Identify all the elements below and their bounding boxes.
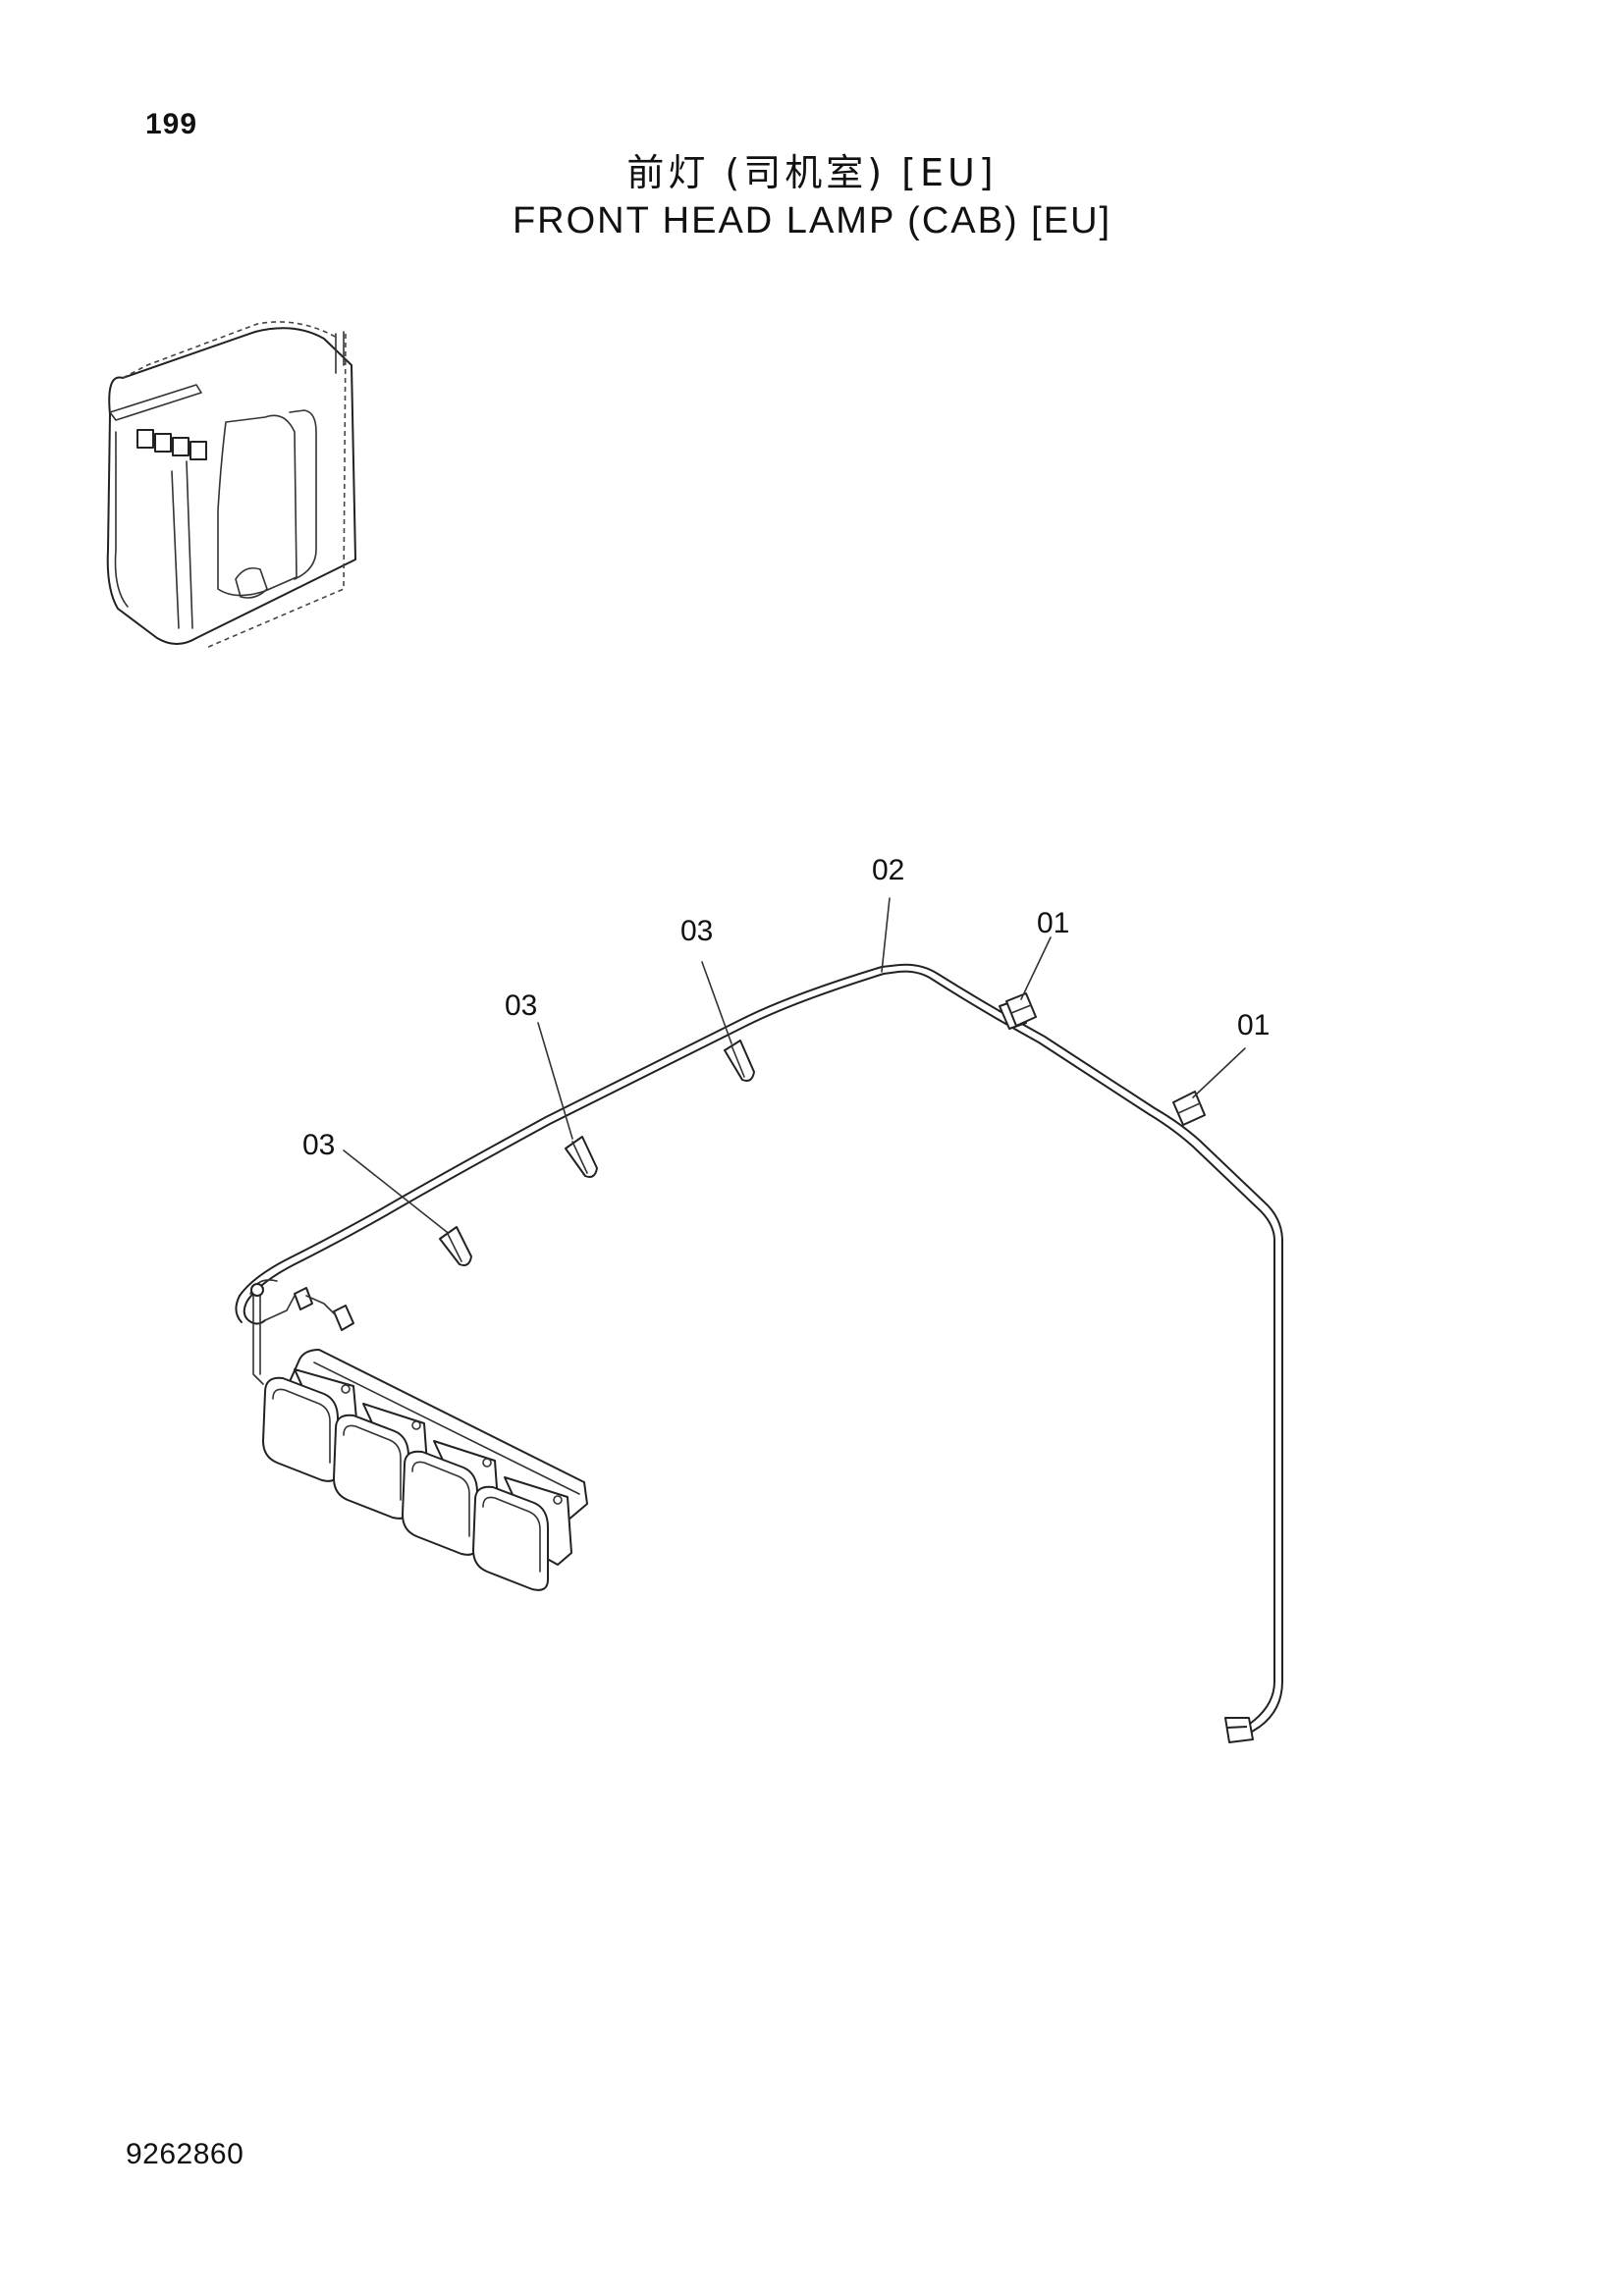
page-number: 199 [145,108,198,140]
callout-01-b: 01 [1237,1009,1270,1041]
clamp-01-a [1005,992,1037,1027]
callout-03-a: 03 [302,1129,335,1161]
title-block: 前灯 (司机室) [EU] FRONT HEAD LAMP (CAB) [EU] [0,149,1624,245]
drawing-number: 9262860 [126,2138,244,2170]
wire-harness [235,963,1283,1743]
clamp-03-b [565,1136,598,1178]
front-lamp-bar [262,1349,588,1591]
callout-02: 02 [872,854,904,886]
clamp-01-b [1172,1091,1206,1126]
lamp-bar-connectors [249,1279,354,1385]
callout-03-c: 03 [680,915,713,947]
harness-connector [1224,1717,1254,1743]
clamp-03-a [439,1226,472,1266]
title-english: FRONT HEAD LAMP (CAB) [EU] [512,200,1112,241]
callout-03-b: 03 [505,989,537,1022]
cab-locator-illustration [106,321,356,649]
callout-leaders [343,897,1246,1233]
title-chinese: 前灯 (司机室) [EU] [626,151,998,194]
callout-01-a: 01 [1037,907,1069,939]
lamp-cluster-small [136,429,207,460]
clamp-03-c [724,1040,755,1082]
work-lamp-4 [472,1476,572,1591]
